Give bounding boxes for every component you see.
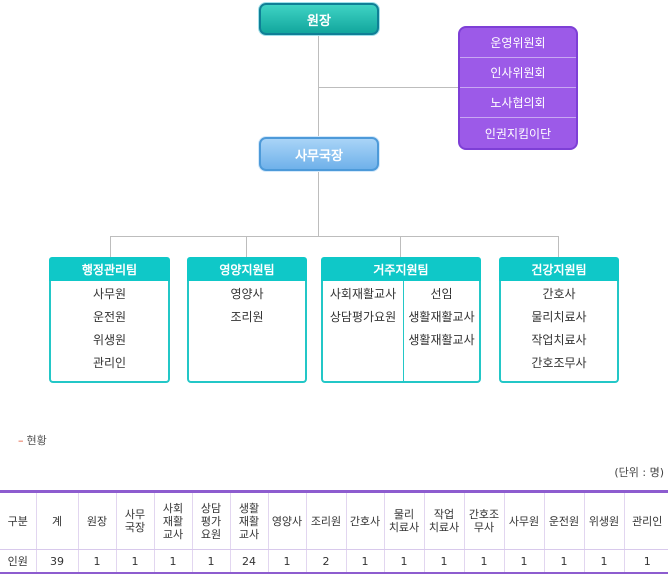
table-cell: 1 <box>116 549 155 574</box>
connector-team4 <box>558 236 559 257</box>
team-nutrition-members: 영양사 조리원 <box>187 281 307 383</box>
table-cell: 1 <box>624 549 668 574</box>
table-header-cell: 원장 <box>78 490 117 550</box>
table-cell: 24 <box>230 549 269 574</box>
table-cell: 2 <box>306 549 347 574</box>
team-residential-left-column: 사회재활교사 상담평가요원 <box>323 281 404 381</box>
table-header-cell: 관리인 <box>624 490 668 550</box>
table-cell: 1 <box>424 549 465 574</box>
connector-teams-horizontal <box>110 236 559 237</box>
team-residential-title: 거주지원팀 <box>321 257 481 281</box>
team-health-title: 건강지원팀 <box>499 257 619 281</box>
table-header-cell: 계 <box>36 490 79 550</box>
secretary-general-node: 사무국장 <box>259 137 379 171</box>
table-cell: 1 <box>384 549 425 574</box>
connector-team3 <box>400 236 401 257</box>
table-cell: 1 <box>78 549 117 574</box>
table-cell: 1 <box>544 549 585 574</box>
table-cell: 1 <box>584 549 625 574</box>
status-label-text: 현황 <box>26 434 47 447</box>
member: 조리원 <box>230 310 264 324</box>
team-health: 건강지원팀 간호사 물리치료사 작업치료사 간호조무사 <box>499 257 619 383</box>
connector-secretary-down <box>318 171 319 237</box>
table-header-cell: 운전원 <box>544 490 585 550</box>
table-header-cell: 구분 <box>0 490 37 550</box>
director-node: 원장 <box>259 3 379 35</box>
team-health-members: 간호사 물리치료사 작업치료사 간호조무사 <box>499 281 619 383</box>
member: 물리치료사 <box>531 310 587 324</box>
team-admin-title: 행정관리팀 <box>49 257 170 281</box>
table-header-cell: 간호사 <box>346 490 385 550</box>
member: 영양사 <box>230 287 264 301</box>
team-nutrition-title: 영양지원팀 <box>187 257 307 281</box>
team-residential: 거주지원팀 사회재활교사 상담평가요원 선임 생활재활교사 생활재활교사 <box>321 257 481 383</box>
committee-personnel: 인사위원회 <box>460 58 576 88</box>
table-header-cell: 사무원 <box>504 490 545 550</box>
team-nutrition: 영양지원팀 영양사 조리원 <box>187 257 307 383</box>
table-cell: 39 <box>36 549 79 574</box>
committee-operations: 운영위원회 <box>460 28 576 58</box>
committee-labor: 노사협의회 <box>460 88 576 118</box>
connector-team1 <box>110 236 111 257</box>
unit-label: (단위 : 명) <box>614 466 664 479</box>
member: 위생원 <box>92 333 127 347</box>
table-header-cell: 영양사 <box>268 490 307 550</box>
team-residential-members: 사회재활교사 상담평가요원 선임 생활재활교사 생활재활교사 <box>321 281 481 383</box>
team-admin: 행정관리팀 사무원 운전원 위생원 관리인 <box>49 257 170 383</box>
connector-director-down <box>318 35 319 137</box>
dash-icon: – <box>18 434 24 447</box>
committee-human-rights: 인권지킴이단 <box>484 126 552 141</box>
member: 상담평가요원 <box>329 310 397 324</box>
table-cell: 1 <box>154 549 193 574</box>
team-admin-members: 사무원 운전원 위생원 관리인 <box>49 281 170 383</box>
table-cell: 1 <box>464 549 505 574</box>
table-cell: 1 <box>268 549 307 574</box>
member: 간호조무사 <box>531 356 587 370</box>
member: 선임 <box>430 287 453 301</box>
connector-team2 <box>246 236 247 257</box>
member: 운전원 <box>92 310 127 324</box>
table-cell: 1 <box>504 549 545 574</box>
member: 생활재활교사 <box>408 333 475 347</box>
connector-committees <box>318 87 459 88</box>
member: 사회재활교사 <box>329 287 397 301</box>
table-header-cell: 위생원 <box>584 490 625 550</box>
committees-box: 운영위원회 인사위원회 노사협의회 인권지킴이단 <box>458 26 578 150</box>
member: 생활재활교사 <box>408 310 475 324</box>
table-cell: 1 <box>346 549 385 574</box>
table-cell: 인원 <box>0 549 37 574</box>
team-residential-right-column: 선임 생활재활교사 생활재활교사 <box>404 281 479 381</box>
table-cell: 1 <box>192 549 231 574</box>
table-header-cell: 조리원 <box>306 490 347 550</box>
member: 관리인 <box>92 356 127 370</box>
member: 작업치료사 <box>531 333 587 347</box>
member: 사무원 <box>92 287 127 301</box>
member: 간호사 <box>542 287 576 301</box>
status-section-label: –현황 <box>18 432 47 448</box>
